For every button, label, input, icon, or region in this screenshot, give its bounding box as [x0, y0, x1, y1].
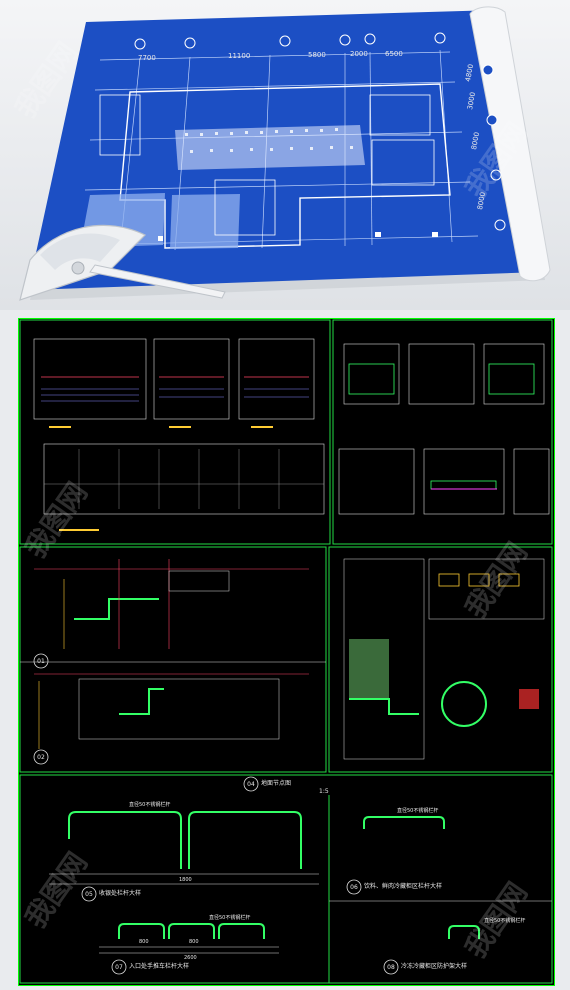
title-ground-node: 地面节点图 — [261, 779, 291, 787]
protractor-icon — [19, 224, 226, 301]
dim-right-3: 8000 — [470, 131, 481, 150]
paper-roll — [469, 6, 551, 282]
section-number-07: 07 — [115, 964, 123, 971]
cad-drawings: 01 02 04 05 06 07 08 地面节点图 收银处栏杆大样 饮料、鲜肉… — [19, 319, 553, 984]
section-number-06: 06 — [350, 884, 358, 891]
dim-2600: 2600 — [184, 955, 197, 961]
blueprint-sheet: 7700 11100 5800 2000 6500 4800 3000 8000… — [19, 6, 551, 301]
section-number-05: 05 — [85, 891, 93, 898]
dim-top-3: 5800 — [308, 51, 326, 59]
title-freezer-guard: 冷冻冷藏柜区防护架大样 — [401, 962, 467, 970]
preview-background: 7700 11100 5800 2000 6500 4800 3000 8000… — [0, 0, 570, 310]
dim-right-2: 3000 — [466, 91, 477, 110]
dim-1800: 1800 — [179, 877, 192, 883]
dim-800-b: 800 — [189, 939, 199, 945]
scale-label: 1:5 — [319, 788, 329, 795]
callout-rail-4: 直径50不锈钢栏杆 — [484, 917, 525, 924]
dim-right-4: 8000 — [476, 191, 487, 210]
section-number-04: 04 — [247, 781, 255, 788]
section-number-08: 08 — [387, 964, 395, 971]
section-number-01: 01 — [37, 658, 45, 665]
title-drinks-rail: 饮料、鲜肉冷藏柜区栏杆大样 — [364, 882, 442, 890]
section-number-02: 02 — [37, 754, 45, 761]
callout-rail-2: 直径50不锈钢栏杆 — [397, 807, 438, 814]
dim-top-1: 7700 — [138, 54, 156, 62]
callout-rail-3: 直径50不锈钢栏杆 — [209, 914, 250, 921]
dim-800-a: 800 — [139, 939, 149, 945]
dim-right-1: 4800 — [464, 63, 475, 82]
dim-top-5: 6500 — [385, 50, 403, 58]
callout-rail-1: 直径50不锈钢栏杆 — [129, 801, 170, 808]
title-entrance-rail: 入口处手推车栏杆大样 — [129, 962, 189, 970]
cad-detail-panel: 01 02 04 05 06 07 08 地面节点图 收银处栏杆大样 饮料、鲜肉… — [18, 318, 555, 986]
dim-top-2: 11100 — [228, 52, 250, 60]
dim-top-4: 2000 — [350, 50, 368, 58]
title-cashier-rail: 收银处栏杆大样 — [99, 889, 141, 897]
